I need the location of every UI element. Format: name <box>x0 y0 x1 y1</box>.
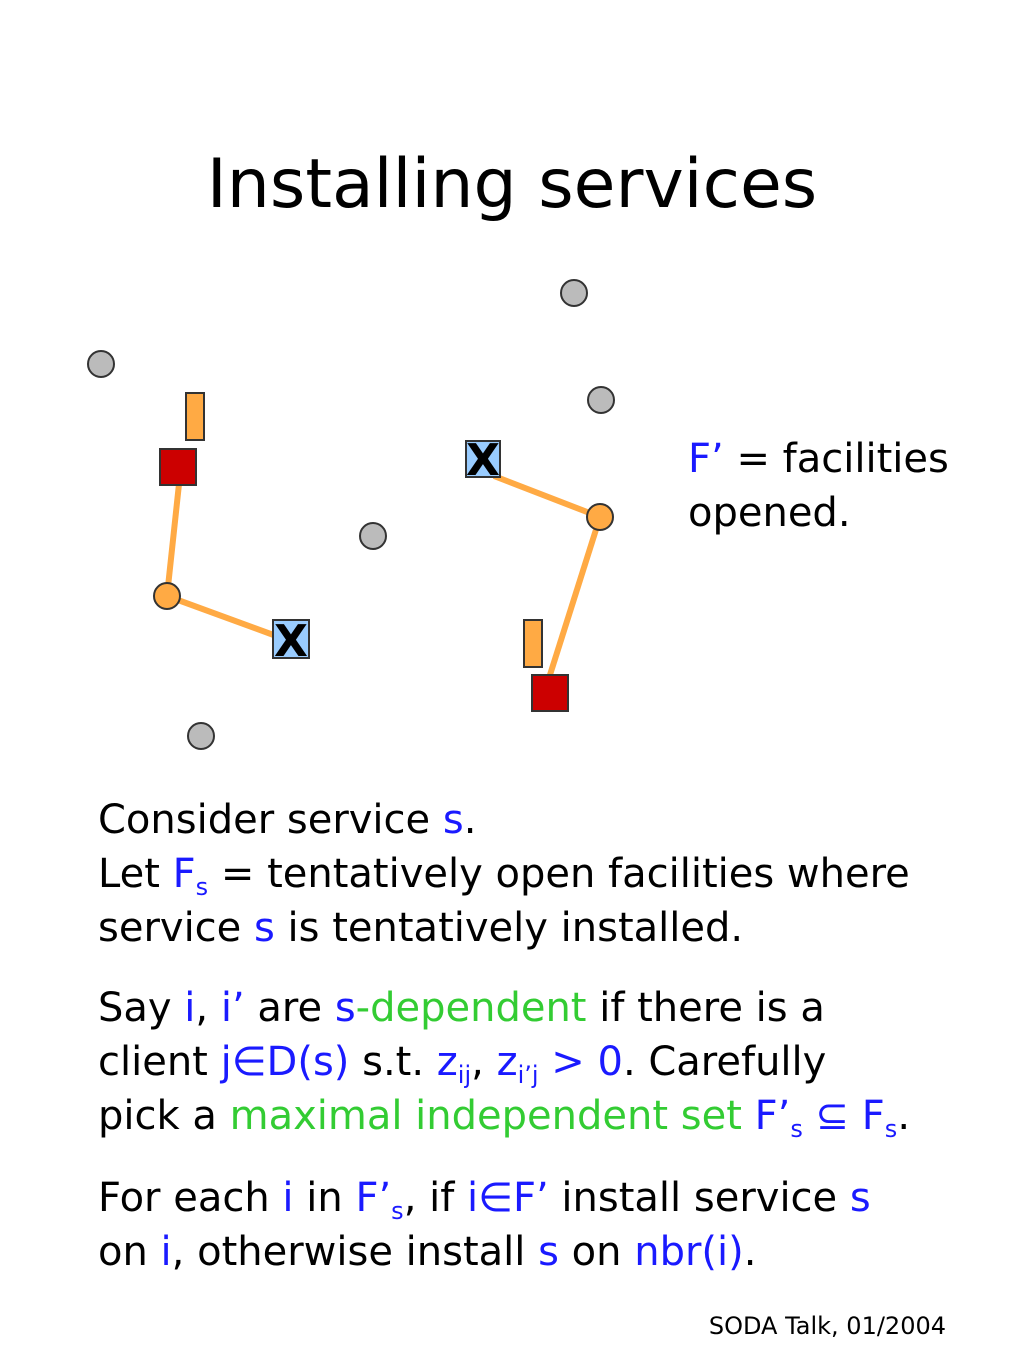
subscript: s <box>195 873 209 901</box>
edge-line <box>165 593 281 640</box>
text-run: are <box>244 985 335 1031</box>
legend-line-2: opened. <box>688 490 851 536</box>
edge-line <box>492 473 602 520</box>
text-line: Say i, i’ are s-dependent if there is a <box>98 981 910 1035</box>
open-facility-square <box>159 448 197 486</box>
symbol-i: i <box>184 985 196 1031</box>
open-facility-square <box>531 674 569 712</box>
term-mis: maximal independent set <box>229 1093 742 1139</box>
text-line: pick a maximal independent set F’s ⊆ Fs. <box>98 1089 910 1143</box>
text-run: client <box>98 1039 221 1085</box>
text-run <box>742 1093 755 1139</box>
closed-facility-square <box>272 619 310 659</box>
text-run: Consider service <box>98 797 443 843</box>
subscript: i’j <box>517 1061 539 1089</box>
client-node <box>359 522 387 550</box>
text-run: . <box>743 1229 757 1275</box>
page-title: Installing services <box>206 145 818 224</box>
text-run: , otherwise install <box>171 1229 539 1275</box>
term-dependent: -dependent <box>355 985 587 1031</box>
legend-line-1: F’ = facilities <box>688 432 949 486</box>
closed-facility-square <box>465 440 501 478</box>
symbol-s: s <box>538 1229 559 1275</box>
symbol-s: s <box>849 1175 871 1221</box>
symbol-z-iprime-j: zi’j > 0 <box>496 1039 623 1087</box>
symbol-fprime-subset: F’s ⊆ Fs <box>754 1093 898 1141</box>
text-run: is tentatively installed. <box>274 905 744 951</box>
text-run: install service <box>548 1175 850 1221</box>
subscript: s <box>790 1115 803 1143</box>
symbol-s: s <box>442 797 464 843</box>
legend-text: = facilities <box>723 436 949 482</box>
service-bar <box>523 619 543 668</box>
text-run: on <box>98 1229 161 1275</box>
legend: F’ = facilities opened. <box>688 432 949 540</box>
text-line: on i, otherwise install s on nbr(i). <box>98 1225 871 1279</box>
text-run: . Carefully <box>622 1039 827 1085</box>
client-node <box>587 386 615 414</box>
edge-line <box>546 516 603 679</box>
text-run: . <box>897 1093 911 1139</box>
paragraph-dependent: Say i, i’ are s-dependent if there is a … <box>98 981 910 1143</box>
text-line: Let Fs = tentatively open facilities whe… <box>98 847 910 901</box>
symbol-gt0: > 0 <box>538 1039 623 1085</box>
symbol-z: z <box>436 1039 458 1085</box>
text-run: service <box>98 905 254 951</box>
orange-client-node <box>586 503 614 531</box>
symbol-f: F <box>172 851 196 897</box>
footer-text: SODA Talk, 01/2004 <box>708 1312 946 1340</box>
text-run: Let <box>98 851 173 897</box>
symbol-i-in-fprime: i∈F’ <box>467 1175 549 1221</box>
text-line: service s is tentatively installed. <box>98 901 910 955</box>
subscript: s <box>391 1197 404 1225</box>
text-run: if there is a <box>586 985 825 1031</box>
symbol-fs: Fs <box>172 851 209 899</box>
symbol-j-in-d: j∈D(s) <box>220 1039 350 1085</box>
text-run: For each <box>98 1175 283 1221</box>
text-run: , <box>195 985 221 1031</box>
symbol-i: i <box>160 1229 172 1275</box>
client-node <box>187 722 215 750</box>
symbol-z: z <box>496 1039 518 1085</box>
f-prime-symbol: F’ <box>688 436 724 482</box>
text-run: s.t. <box>349 1039 437 1085</box>
x-mark: X <box>274 616 308 667</box>
orange-client-node <box>153 582 181 610</box>
symbol-s: s <box>334 985 356 1031</box>
service-bar <box>185 392 205 441</box>
text-run: pick a <box>98 1093 230 1139</box>
text-line: Consider service s. <box>98 793 910 847</box>
symbol-f-prime: F’ <box>355 1175 392 1221</box>
text-line: client j∈D(s) s.t. zij, zi’j > 0. Carefu… <box>98 1035 910 1089</box>
symbol-s: s <box>254 905 275 951</box>
text-run: Say <box>98 985 185 1031</box>
text-run: , if <box>403 1175 468 1221</box>
paragraph-install: For each i in F’s, if i∈F’ install servi… <box>98 1171 871 1279</box>
text-run: , <box>471 1039 497 1085</box>
subscript: ij <box>457 1061 472 1089</box>
symbol-i: i <box>282 1175 294 1221</box>
text-run: on <box>558 1229 635 1275</box>
client-node <box>560 279 588 307</box>
paragraph-consider: Consider service s. Let Fs = tentatively… <box>98 793 910 955</box>
text-line: For each i in F’s, if i∈F’ install servi… <box>98 1171 871 1225</box>
symbol-i-prime: i’ <box>220 985 245 1031</box>
symbol-z-ij: zij <box>436 1039 471 1087</box>
symbol-fprime-s: F’s <box>355 1175 403 1223</box>
subscript: s <box>884 1115 898 1143</box>
symbol-subset: ⊆ F <box>802 1093 885 1139</box>
text-run: in <box>293 1175 356 1221</box>
text-run: = tentatively open facilities where <box>208 851 910 897</box>
edge-line <box>164 483 182 597</box>
symbol-nbr: nbr(i) <box>634 1229 744 1275</box>
symbol-f-prime: F’ <box>754 1093 791 1139</box>
text-run: . <box>463 797 477 843</box>
client-node <box>87 350 115 378</box>
facility-diagram: X X <box>87 279 615 750</box>
x-mark: X <box>466 435 500 486</box>
